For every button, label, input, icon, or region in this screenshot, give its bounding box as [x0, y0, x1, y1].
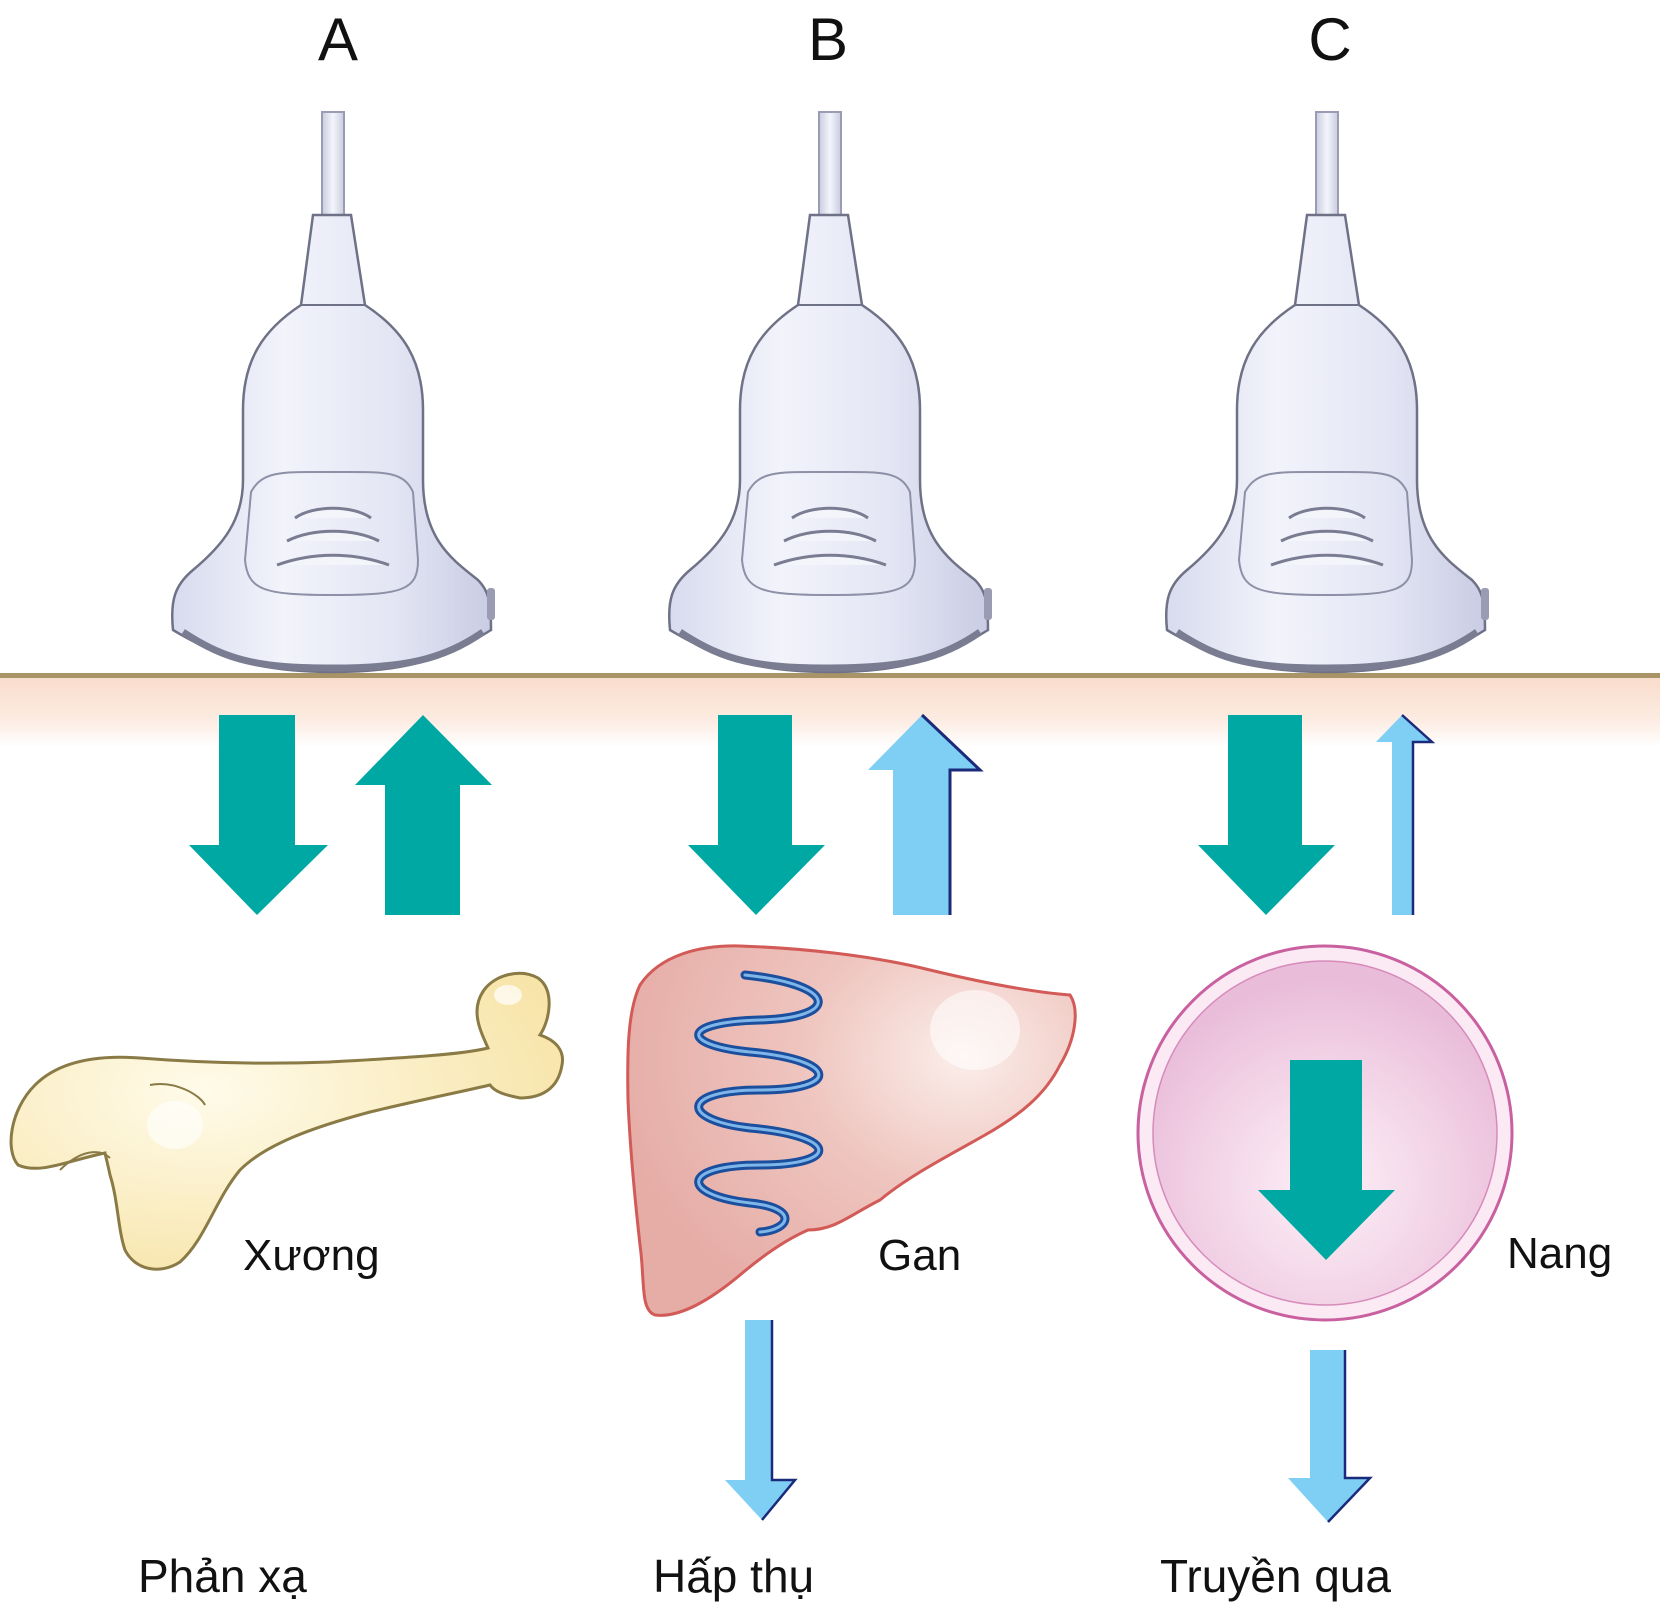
panel-a-effect-label: Phản xạ [138, 1550, 307, 1602]
panel-a-letter: A [318, 6, 358, 73]
ultrasound-probe-icon [667, 111, 992, 674]
panel-b-reflected-arrow [868, 713, 984, 915]
absorption-spring-icon [694, 970, 824, 1237]
ultrasound-probe-icon [1164, 111, 1489, 674]
panel-c-effect-label: Truyền qua [1160, 1550, 1391, 1602]
panel-a-probe [170, 111, 495, 674]
liver-icon [626, 944, 1077, 1317]
panel-c-transmitted-arrow [1288, 1350, 1373, 1523]
bone-icon [9, 971, 565, 1271]
panel-c-internal-arrow [1258, 1060, 1395, 1260]
panel-b-transmitted-arrow [725, 1320, 798, 1521]
panel-c-reflected-arrow [1376, 714, 1436, 915]
panel-a-reflected-arrow [355, 715, 492, 915]
ultrasound-probe-icon [170, 111, 495, 674]
panel-b-tissue-label: Gan [878, 1231, 961, 1280]
panel-c-letter: C [1308, 6, 1351, 73]
panel-c-probe [1164, 111, 1489, 674]
panel-b-letter: B [808, 6, 848, 73]
panel-c-tissue-label: Nang [1507, 1229, 1612, 1278]
panel-a-tissue-label: Xương [243, 1231, 380, 1280]
panel-b-probe [667, 111, 992, 674]
panel-b-incident-arrow [688, 715, 825, 915]
cyst-icon [1136, 944, 1514, 1322]
panel-b-effect-label: Hấp thụ [653, 1550, 814, 1602]
skin-surface-line [0, 673, 1660, 678]
panel-a-incident-arrow [189, 715, 328, 915]
panel-c-incident-arrow [1198, 715, 1335, 915]
